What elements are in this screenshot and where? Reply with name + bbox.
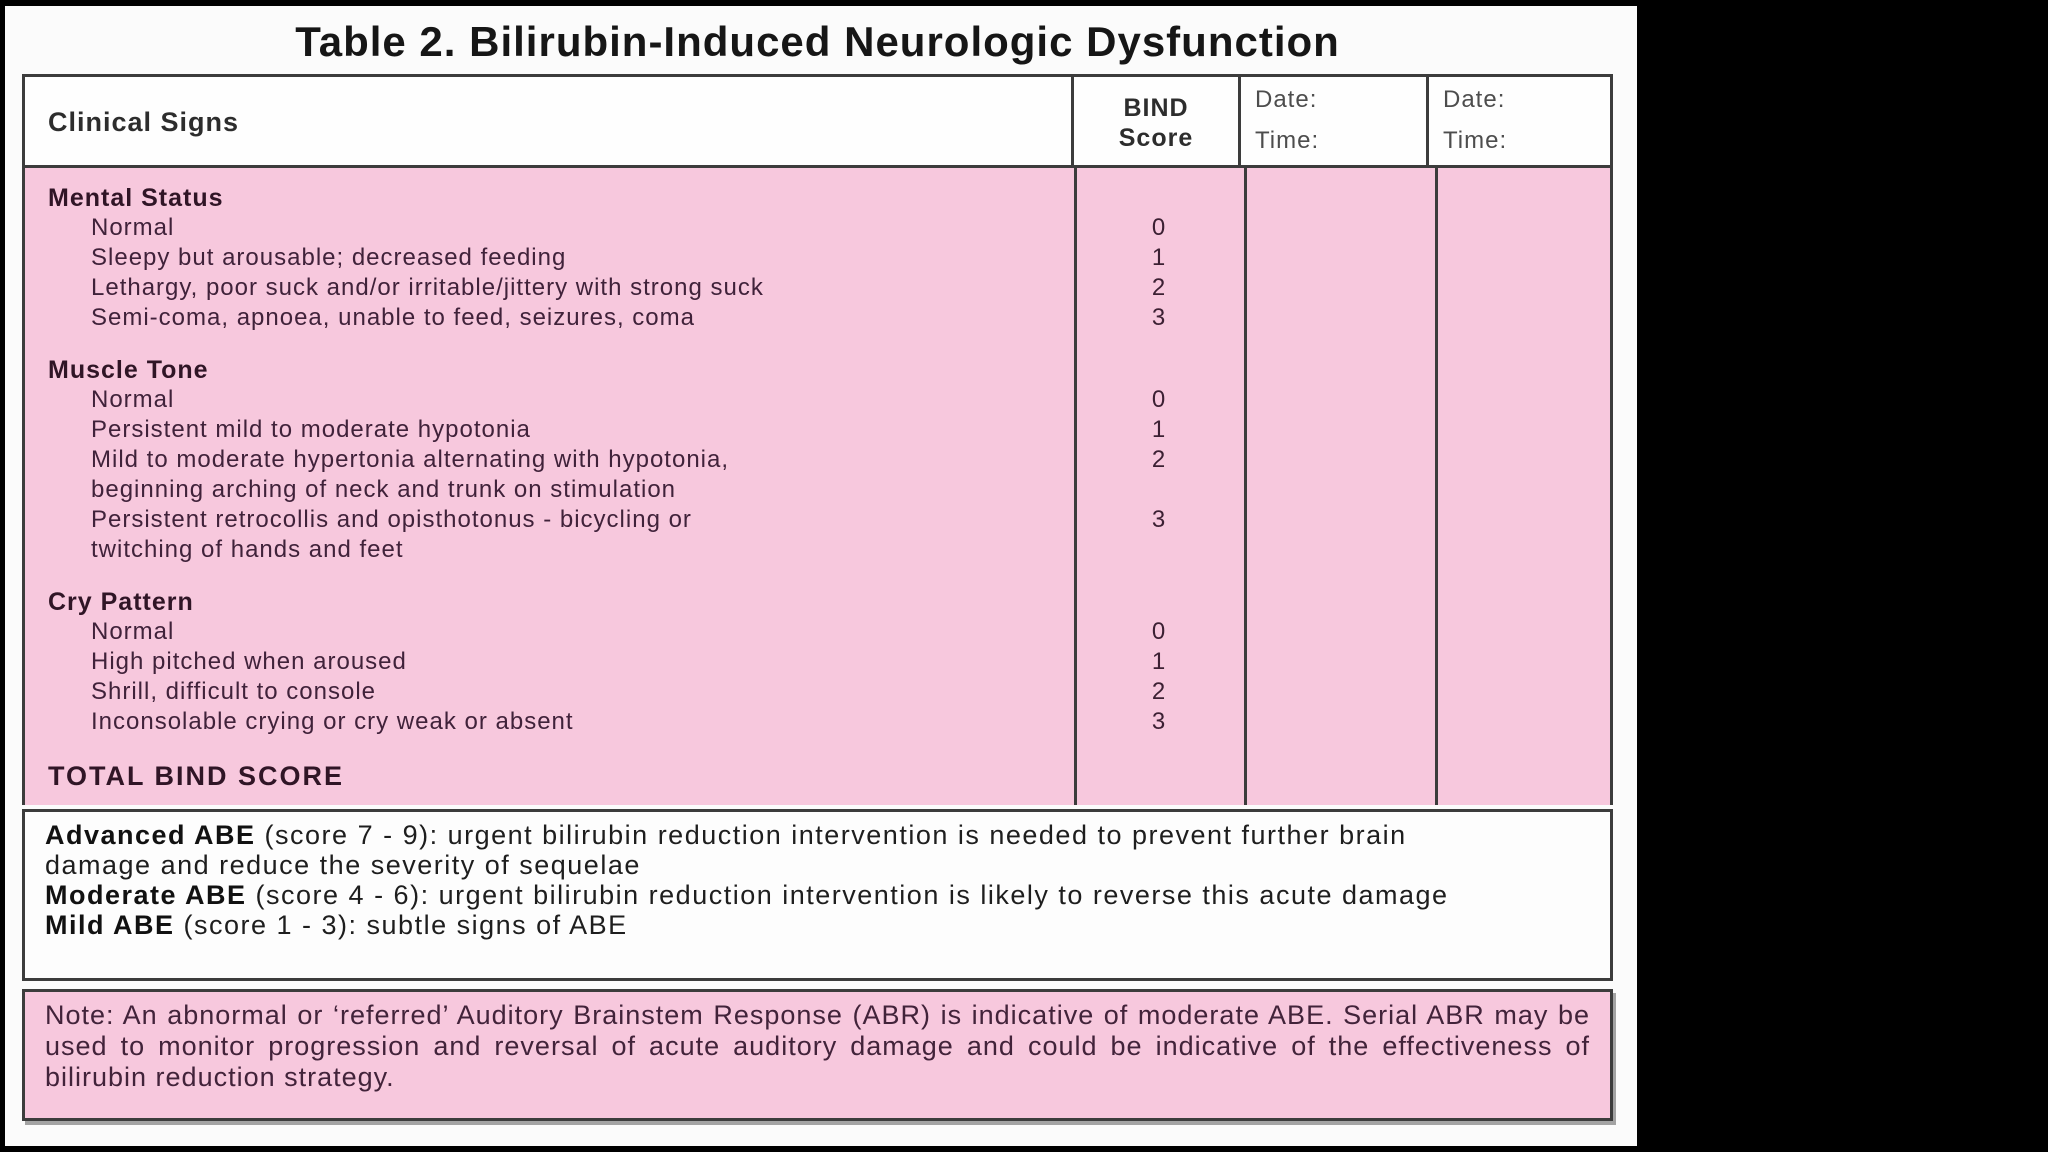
abe-severity-name: Mild ABE [45,910,175,940]
time-label: Time: [1255,127,1320,154]
bind-score-value: 3 [1151,708,1167,735]
column-header-date-2: Date: Time: [1429,77,1610,168]
clinical-sign-label: Normal [91,386,175,413]
clinical-sign-label: High pitched when aroused [91,648,407,675]
clinical-sign-label: Semi-coma, apnoea, unable to feed, seizu… [91,304,695,331]
section-header: Cry Pattern [48,588,194,616]
table-row: Persistent retrocollis and opisthotonus … [25,505,1610,565]
table-row: Semi-coma, apnoea, unable to feed, seizu… [25,303,1610,333]
table-row: Normal 0 [25,385,1610,415]
bind-score-value: 1 [1151,648,1167,675]
section-header: Mental Status [48,184,224,212]
bind-score-value: 1 [1151,244,1167,271]
column-header-bind-score: BIND Score [1074,77,1241,168]
clinical-sign-label: Persistent mild to moderate hypotonia [91,416,531,443]
date-label: Date: [1255,86,1318,113]
section-header: Muscle Tone [48,356,209,384]
clinical-sign-label: Persistent retrocollis and opisthotonus … [91,506,692,563]
abe-severity-entry: Moderate ABE (score 4 - 6): urgent bilir… [45,880,1449,910]
column-divider [1435,168,1438,805]
table-row: Normal 0 [25,213,1610,243]
table-header-row: Clinical Signs BIND Score Date: Time: Da… [25,77,1610,168]
clinical-sign-label: Mild to moderate hypertonia alternating … [91,446,730,503]
column-header-date-1: Date: Time: [1241,77,1429,168]
abe-severity-entry: Advanced ABE (score 7 - 9): urgent bilir… [45,820,1407,880]
table-row: Normal 0 [25,617,1610,647]
column-divider [1074,168,1077,805]
clinical-sign-label: Normal [91,618,175,645]
bind-score-value: 0 [1151,214,1167,241]
bind-score-value: 0 [1151,618,1167,645]
table-row: Shrill, difficult to console 2 [25,677,1610,707]
time-label: Time: [1443,127,1508,154]
bind-score-table: Clinical Signs BIND Score Date: Time: Da… [22,74,1613,805]
abe-severity-name: Advanced ABE [45,820,256,850]
bind-score-value: 2 [1151,678,1167,705]
abe-severity-box: Advanced ABE (score 7 - 9): urgent bilir… [22,809,1613,981]
table-row: Mild to moderate hypertonia alternating … [25,445,1610,505]
bind-score-value: 0 [1151,386,1167,413]
document-page: Table 2. Bilirubin-Induced Neurologic Dy… [5,6,1637,1146]
bind-score-value: 1 [1151,416,1167,443]
bind-score-value: 2 [1151,446,1167,473]
bind-score-value: 3 [1151,506,1167,533]
bind-score-value: 3 [1151,304,1167,331]
table-row: Persistent mild to moderate hypotonia 1 [25,415,1610,445]
note-text: Note: An abnormal or ‘referred’ Auditory… [45,1000,1590,1092]
table-row: Inconsolable crying or cry weak or absen… [25,707,1610,737]
clinical-sign-label: Normal [91,214,175,241]
abe-entries: Advanced ABE (score 7 - 9): urgent bilir… [45,820,1505,940]
abe-severity-entry: Mild ABE (score 1 - 3): subtle signs of … [45,910,628,940]
date-label: Date: [1443,86,1506,113]
table-row: Sleepy but arousable; decreased feeding 1 [25,243,1610,273]
total-bind-score-label: TOTAL BIND SCORE [48,761,345,791]
bind-score-value: 2 [1151,274,1167,301]
clinical-sign-label: Inconsolable crying or cry weak or absen… [91,708,574,735]
column-divider [1244,168,1247,805]
note-box: Note: An abnormal or ‘referred’ Auditory… [22,989,1613,1121]
clinical-sign-label: Shrill, difficult to console [91,678,377,705]
clinical-sign-label: Lethargy, poor suck and/or irritable/jit… [91,274,764,301]
page-title: Table 2. Bilirubin-Induced Neurologic Dy… [295,18,1340,65]
table-row: Lethargy, poor suck and/or irritable/jit… [25,273,1610,303]
clinical-sign-label: Sleepy but arousable; decreased feeding [91,244,567,271]
table-row: High pitched when aroused 1 [25,647,1610,677]
abe-severity-name: Moderate ABE [45,880,247,910]
column-header-clinical-signs: Clinical Signs [25,77,1074,168]
